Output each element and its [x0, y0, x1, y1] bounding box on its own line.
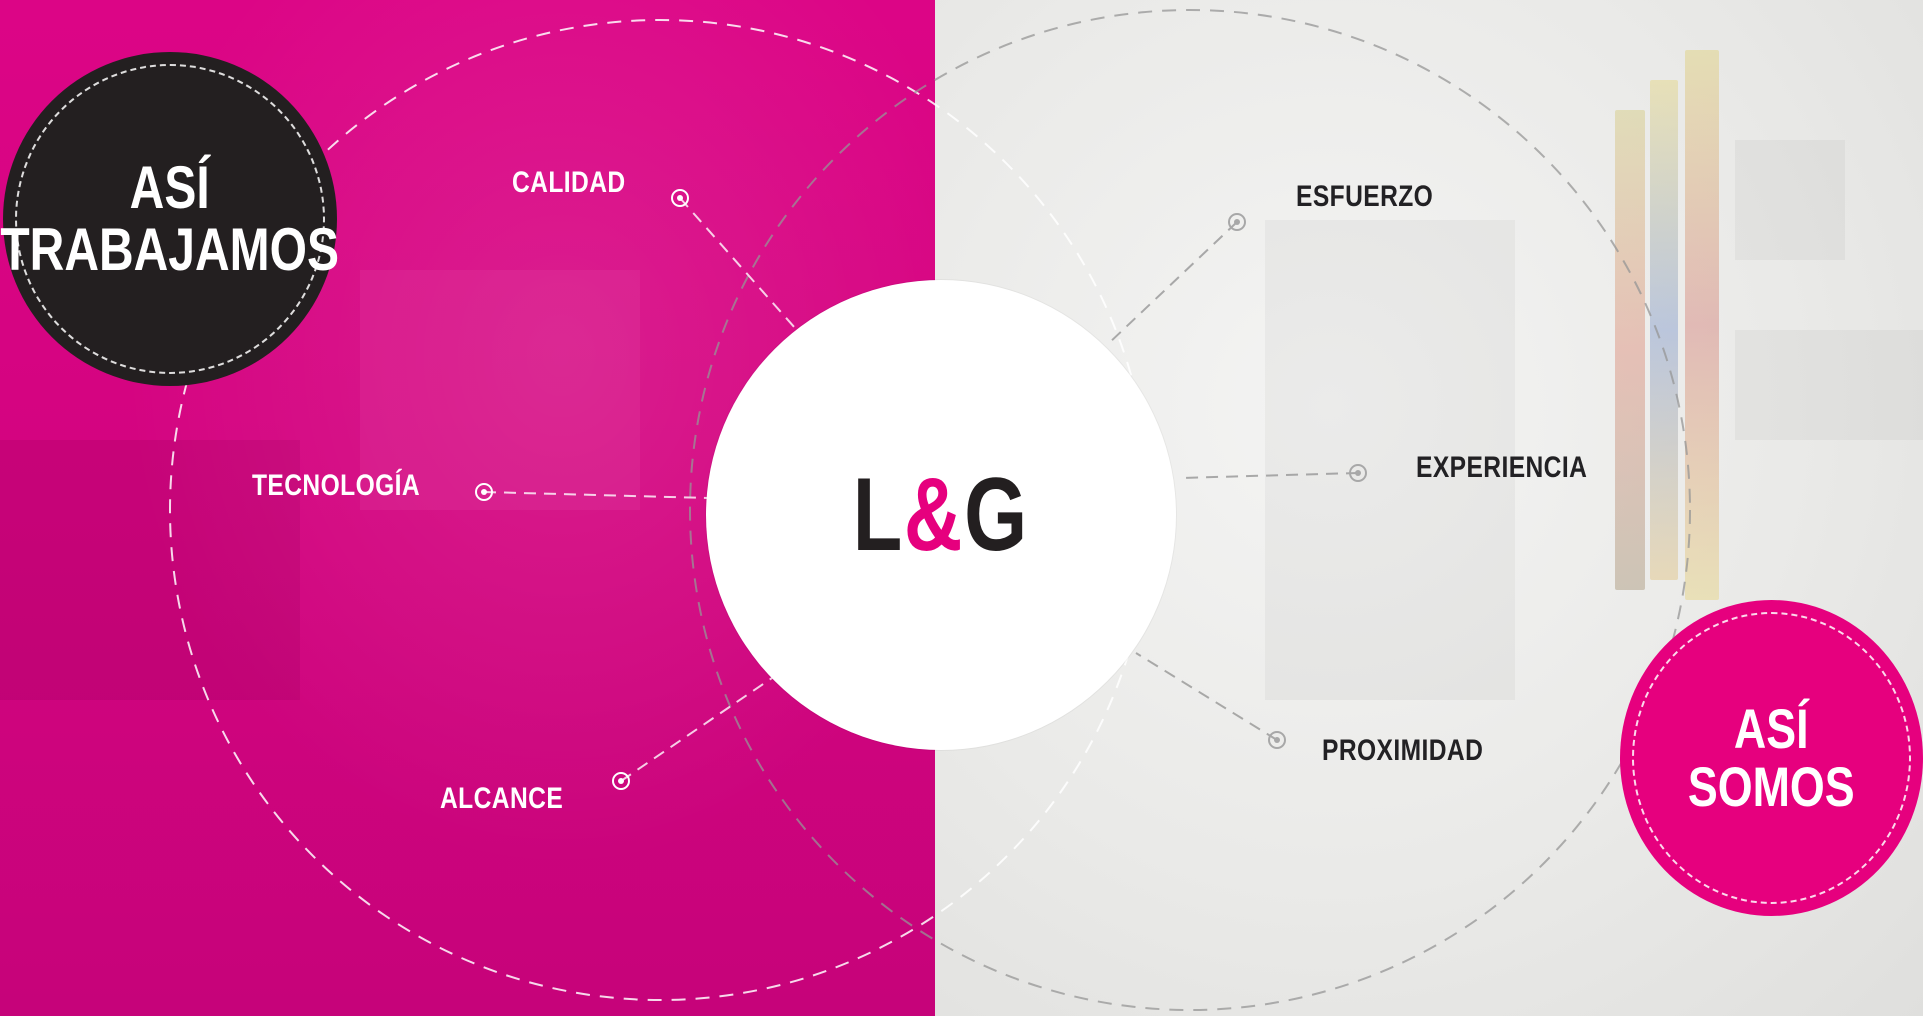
- background-painting-3: [1685, 50, 1719, 600]
- logo-circle: L&G: [706, 280, 1176, 750]
- logo-ampersand: &: [904, 456, 965, 573]
- background-wall-shelf: [1735, 140, 1845, 260]
- logo-letter-l: L: [853, 456, 905, 573]
- badge-line-1: ASÍ: [129, 153, 211, 221]
- badge-dashed-ring: [15, 64, 325, 374]
- lg-logo: L&G: [853, 456, 1029, 575]
- badge-text: ASÍ TRABAJAMOS: [0, 153, 340, 283]
- background-wall-shelf-2: [1735, 330, 1923, 440]
- badge-line-1: ASÍ: [1734, 696, 1809, 760]
- badge-line-2: TRABAJAMOS: [0, 216, 340, 283]
- logo-letter-g: G: [964, 456, 1029, 573]
- asi-trabajamos-badge[interactable]: ASÍ TRABAJAMOS: [0, 52, 340, 386]
- value-tecnologia[interactable]: TECNOLOGÍA: [252, 469, 421, 502]
- background-painting: [1615, 110, 1645, 590]
- value-calidad[interactable]: CALIDAD: [512, 166, 626, 199]
- value-esfuerzo[interactable]: ESFUERZO: [1296, 180, 1434, 213]
- background-painting-2: [1650, 80, 1678, 580]
- badge-text: ASÍ SOMOS: [1688, 696, 1855, 818]
- asi-somos-badge[interactable]: ASÍ SOMOS: [1620, 600, 1923, 916]
- badge-line-2: SOMOS: [1688, 755, 1855, 818]
- badge-dashed-ring: [1632, 612, 1911, 904]
- value-experiencia[interactable]: EXPERIENCIA: [1416, 451, 1588, 484]
- value-proximidad[interactable]: PROXIMIDAD: [1322, 734, 1484, 767]
- value-alcance[interactable]: ALCANCE: [440, 782, 564, 815]
